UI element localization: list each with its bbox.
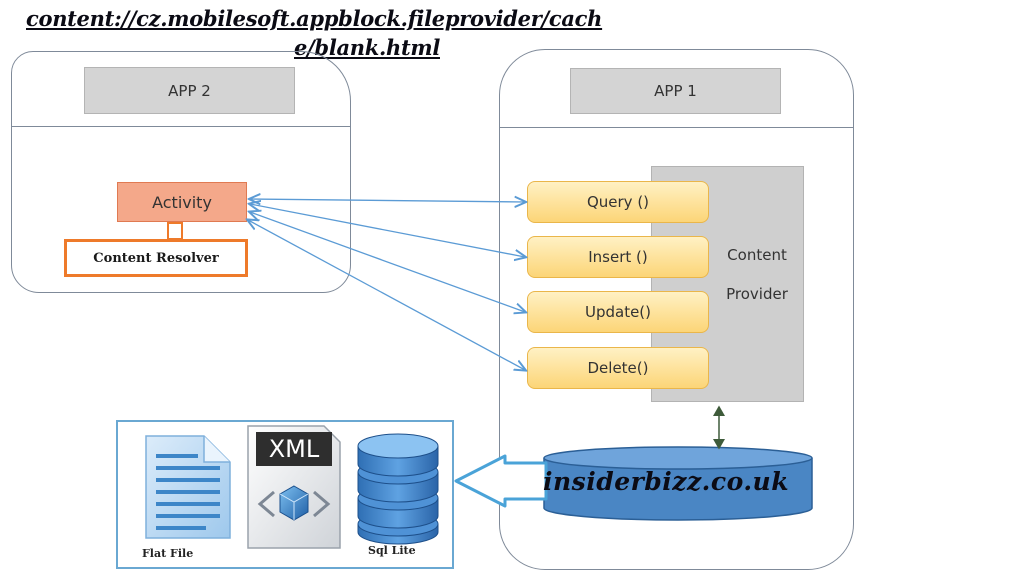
arrow-activity-delete <box>248 220 525 370</box>
watermark-url: content://cz.mobilesoft.appblock.filepro… <box>26 4 746 62</box>
method-query: Query () <box>527 181 709 223</box>
app2-container <box>11 51 351 293</box>
app2-divider <box>11 126 351 127</box>
content-provider-label-line-1: Content <box>727 246 787 264</box>
activity-box: Activity <box>117 182 247 222</box>
data-store-cylinder <box>543 446 813 521</box>
app1-header: APP 1 <box>570 68 781 114</box>
flat-file-icon <box>145 435 231 539</box>
sqlite-database-icon <box>357 433 439 545</box>
arrow-activity-update <box>250 212 525 312</box>
method-delete: Delete() <box>527 347 709 389</box>
content-provider-label: Content Provider <box>707 236 807 314</box>
content-provider-label-line-2: Provider <box>726 285 788 303</box>
flat-file-label: Flat File <box>142 547 194 560</box>
arrow-store-to-storage <box>454 454 548 508</box>
activity-method-arrows <box>248 199 525 370</box>
watermark-domain: insiderbizz.co.uk <box>543 467 790 496</box>
xml-file-icon <box>247 425 341 549</box>
app2-header: APP 2 <box>84 67 295 114</box>
xml-label: XML <box>268 435 320 463</box>
arrow-activity-query <box>250 199 525 202</box>
watermark-url-line-1: content://cz.mobilesoft.appblock.filepro… <box>26 6 603 31</box>
app1-divider <box>499 127 854 128</box>
method-insert: Insert () <box>527 236 709 278</box>
sqlite-label: Sql Lite <box>368 544 416 557</box>
arrow-activity-insert <box>250 204 525 257</box>
